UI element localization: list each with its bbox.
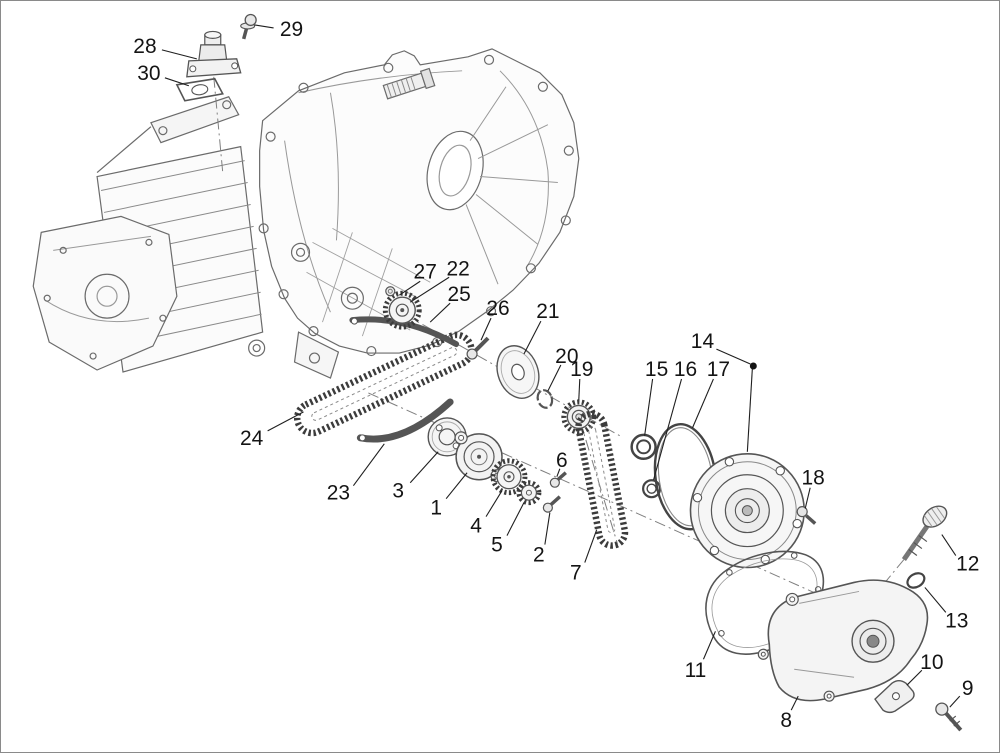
part-30-gasket xyxy=(175,77,224,102)
callout-label-10: 10 xyxy=(920,651,943,674)
part-18-bolt xyxy=(796,506,817,525)
callout-label-6: 6 xyxy=(556,449,568,472)
part-23-chain-guide-lower xyxy=(356,398,454,443)
part-26-bolt xyxy=(466,336,490,360)
part-4-pump-gear xyxy=(490,458,528,496)
part-24-timing-chain xyxy=(293,331,475,437)
callout-leader-lines xyxy=(161,24,961,711)
part-5-small-gear xyxy=(516,480,542,506)
part-1-oil-pump xyxy=(454,431,504,483)
callout-label-19: 19 xyxy=(570,358,593,381)
callout-label-22: 22 xyxy=(446,257,469,280)
callout-label-3: 3 xyxy=(392,480,404,503)
part-14-pump-cover xyxy=(689,452,805,569)
part-21-washer-disc xyxy=(496,345,540,399)
callout-label-12: 12 xyxy=(956,552,979,575)
callout-label-18: 18 xyxy=(802,467,825,490)
callout-label-29: 29 xyxy=(280,18,303,41)
part-25-chain-guide-upper xyxy=(349,316,460,348)
callout-label-26: 26 xyxy=(486,297,509,320)
callout-label-14: 14 xyxy=(691,330,715,353)
callout-label-21: 21 xyxy=(536,300,559,323)
part-2-bolt xyxy=(542,495,562,513)
callout-label-23: 23 xyxy=(327,482,350,505)
callout-labels: 29 28 30 27 22 25 26 21 20 19 14 15 16 1… xyxy=(133,18,979,732)
part-20-ring xyxy=(536,389,554,409)
callout-label-9: 9 xyxy=(962,677,974,700)
callout-label-30: 30 xyxy=(137,62,160,85)
callout-label-24: 24 xyxy=(240,427,264,450)
callout-label-15: 15 xyxy=(645,358,668,381)
engine-crankcase-illustration xyxy=(32,48,580,379)
part-15-bearing xyxy=(630,433,657,461)
part-12-dipstick xyxy=(901,505,948,561)
callout-label-16: 16 xyxy=(674,358,697,381)
callout-label-7: 7 xyxy=(570,561,582,584)
case-opening xyxy=(426,130,484,211)
callout-label-13: 13 xyxy=(945,609,968,632)
callout-label-1: 1 xyxy=(430,497,442,520)
callout-label-4: 4 xyxy=(470,515,482,538)
part-27-bolt xyxy=(385,286,396,297)
callout-label-25: 25 xyxy=(447,283,470,306)
callout-label-28: 28 xyxy=(133,35,156,58)
part-9-bolt xyxy=(935,702,963,732)
callout-label-17: 17 xyxy=(707,358,730,381)
part-29-bolt xyxy=(240,13,257,40)
part-28-breather xyxy=(186,30,242,78)
part-8-sump-cover xyxy=(757,579,929,702)
callout-label-20: 20 xyxy=(555,345,578,368)
part-3-rotor-plate xyxy=(427,417,467,457)
callout-label-11: 11 xyxy=(685,659,707,682)
callout-label-2: 2 xyxy=(533,544,545,567)
part-10-clamp xyxy=(874,679,915,714)
part-13-o-ring xyxy=(906,572,926,589)
callout-label-5: 5 xyxy=(491,534,503,557)
crankshaft-end xyxy=(382,67,436,100)
part-7-pump-chain xyxy=(575,410,629,549)
part-6-bolt xyxy=(549,471,567,488)
callout-label-8: 8 xyxy=(780,709,792,732)
callout-label-27: 27 xyxy=(414,260,437,283)
